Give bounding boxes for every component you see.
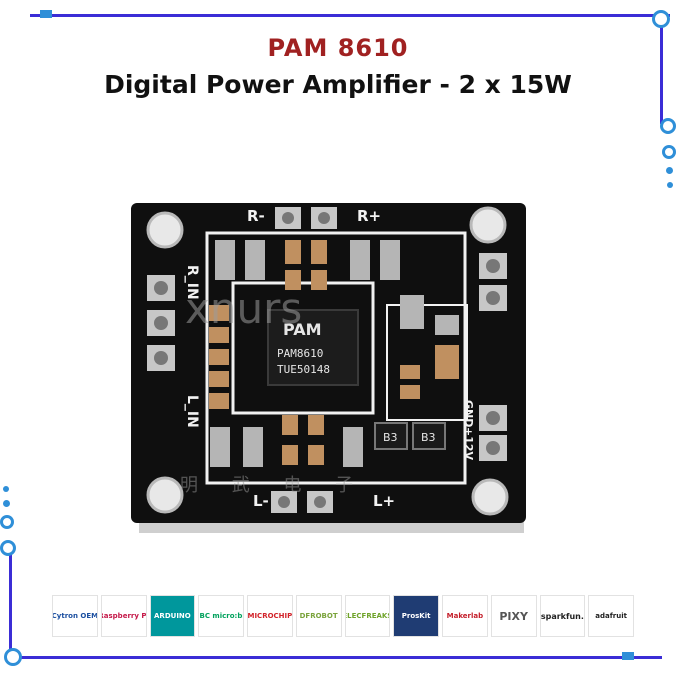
pam8610-chip: [267, 309, 359, 386]
logo-elecfreaks: ELECFREAKS: [344, 595, 391, 637]
diode-1-label: B3: [383, 431, 398, 444]
logo-arduino: ARDUINO: [149, 595, 196, 637]
brand-logos-strip: Cytron OEM Raspberry Pi ARDUINO BBC micr…: [52, 595, 634, 637]
chip-brand: PAM: [283, 320, 322, 339]
logo-microchip: MICROCHIP: [247, 595, 293, 637]
frame-bottom-accent: [622, 652, 634, 660]
label-l-plus: L+: [373, 492, 395, 510]
chip-model: PAM8610: [277, 347, 323, 360]
frame-ring-left-1: [0, 515, 14, 529]
frame-ring-right-1: [660, 118, 676, 134]
frame-dot-left-2: [3, 500, 10, 507]
mounting-hole-br: [471, 478, 509, 516]
chip-outline: [231, 281, 375, 415]
amplifier-board-photo: R- R+ L- L+ R_IN L_IN GND +12V PAM PAM86…: [131, 203, 526, 533]
frame-ring-right-2: [662, 145, 676, 159]
frame-dot-right-1: [666, 167, 673, 174]
mounting-hole-tl: [146, 211, 184, 249]
logo-pixy: PIXY: [490, 595, 537, 637]
frame-left-line: [9, 545, 12, 656]
chinese-mark: 明 武 电 子: [180, 475, 367, 496]
label-r-minus: R-: [247, 207, 265, 225]
label-r-plus: R+: [357, 207, 381, 225]
logo-adafruit: adafruit: [588, 595, 634, 637]
mounting-hole-bl: [146, 476, 184, 514]
product-subtitle: Digital Power Amplifier - 2 x 15W: [104, 70, 572, 99]
frame-ring-top-right: [652, 10, 670, 28]
product-title: PAM 8610: [267, 34, 409, 62]
frame-top-accent: [40, 10, 52, 18]
label-l-minus: L-: [253, 492, 269, 510]
diode-1: [374, 422, 408, 450]
label-12v: +12V: [462, 427, 475, 461]
label-gnd: GND: [462, 400, 475, 427]
logo-microbit: BBC micro:bit: [198, 595, 244, 637]
label-r-in: R_IN: [184, 265, 200, 300]
mounting-hole-tr: [469, 206, 507, 244]
logo-raspberry-pi: Raspberry Pi: [100, 595, 147, 637]
frame-right-line: [660, 14, 663, 124]
logo-proskit: ProsKit: [393, 595, 439, 637]
silkscreen-outline: [205, 231, 467, 485]
frame-ring-left-2: [0, 540, 16, 556]
right-capacitors: [400, 295, 459, 399]
logo-cytron: Cytron OEM: [52, 595, 98, 637]
frame-top-line: [30, 14, 670, 17]
right-block-outline: [386, 304, 468, 421]
top-inductors: [215, 240, 400, 290]
chip-code: TUE50148: [277, 363, 330, 376]
logo-makerlab: Makerlab: [442, 595, 488, 637]
bottom-components: [210, 415, 446, 467]
diode-2-label: B3: [421, 431, 436, 444]
watermark-text: xnurs: [185, 284, 302, 333]
logo-sparkfun: sparkfun.: [539, 595, 586, 637]
frame-ring-bottom-left: [4, 648, 22, 666]
left-capacitors: [209, 305, 229, 409]
label-l-in: L_IN: [184, 395, 200, 428]
frame-dot-left-1: [3, 486, 9, 492]
logo-dfrobot: DFROBOT: [295, 595, 342, 637]
diode-2: [412, 422, 446, 450]
frame-dot-right-2: [667, 182, 673, 188]
frame-bottom-line: [12, 656, 662, 659]
